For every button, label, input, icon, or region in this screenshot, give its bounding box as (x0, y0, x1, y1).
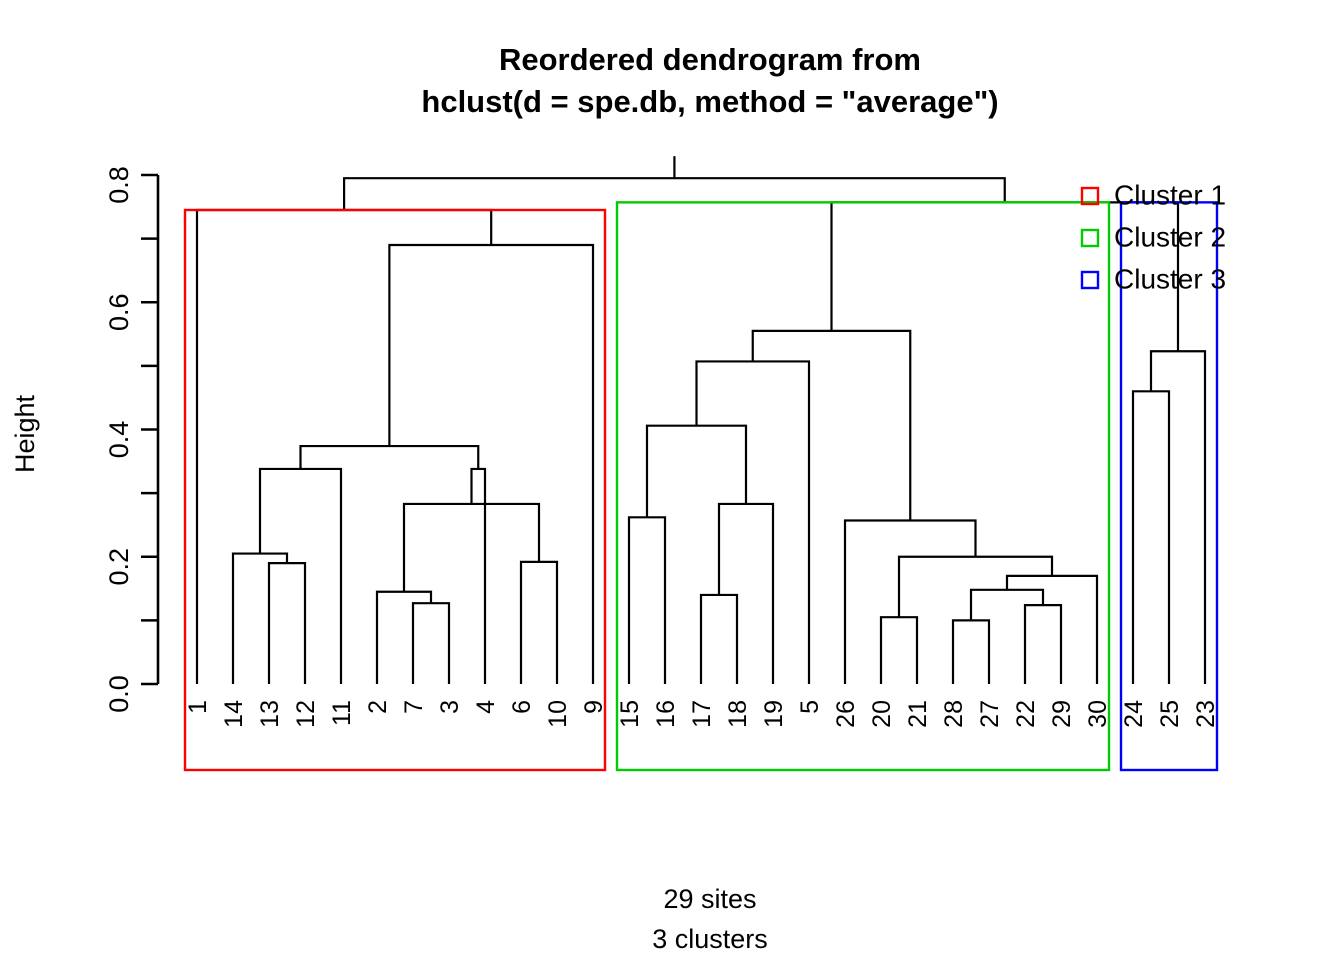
leaf-label-22: 22 (1012, 700, 1040, 728)
leaf-label-27: 27 (976, 700, 1004, 728)
dendrogram-link (375, 590, 433, 684)
leaf-label-29: 29 (1048, 700, 1076, 728)
y-tick-label: 0.8 (104, 166, 134, 204)
dendrogram-links (195, 156, 1207, 684)
leaf-label-17: 17 (688, 700, 716, 728)
dendrogram-link (843, 519, 977, 684)
y-tick-label: 0.0 (104, 675, 134, 713)
leaf-label-16: 16 (652, 700, 680, 728)
y-tick-major: 0.4 (104, 421, 158, 459)
legend-cluster-1: Cluster 1 (1080, 179, 1226, 210)
footer-clusters: 3 clusters (652, 924, 768, 954)
leaf-label-18: 18 (724, 700, 752, 728)
leaf-label-6: 6 (508, 700, 536, 714)
legend-cluster-2: Cluster 2 (1080, 221, 1226, 252)
leaf-label-10: 10 (544, 700, 572, 728)
dendrogram-link (388, 243, 595, 684)
dendrogram-link (519, 560, 559, 684)
legend-label: Cluster 3 (1114, 263, 1226, 294)
leaf-label-25: 25 (1156, 700, 1184, 728)
y-axis-label: Height (10, 394, 40, 473)
dendrogram-link (699, 593, 739, 684)
leaf-label-21: 21 (904, 700, 932, 728)
footer-sites: 29 sites (663, 884, 756, 914)
y-tick-label: 0.6 (104, 293, 134, 331)
dendrogram-link (1149, 350, 1207, 684)
y-tick-label: 0.2 (104, 548, 134, 586)
plot-title-line-2: hclust(d = spe.db, method = "average") (421, 84, 998, 119)
plot-title-line-1: Reordered dendrogram from (499, 42, 921, 77)
leaf-label-26: 26 (832, 700, 860, 728)
leaf-label-9: 9 (580, 700, 608, 714)
y-tick-label: 0.4 (104, 421, 134, 459)
legend-cluster-3: Cluster 3 (1080, 263, 1226, 294)
dendrogram-link (267, 562, 307, 684)
dendrogram-link (258, 467, 343, 684)
y-tick-major: 0.0 (104, 675, 158, 713)
cluster-box-2 (615, 201, 1111, 772)
cluster-boxes (183, 201, 1219, 772)
dendrogram-link (231, 552, 289, 684)
leaf-label-11: 11 (328, 700, 356, 726)
cluster-box-3 (1119, 201, 1219, 772)
y-tick-major: 0.6 (104, 293, 158, 331)
cluster-box-1 (183, 208, 607, 772)
dendrogram-link (879, 616, 919, 684)
leaf-label-1: 1 (184, 700, 212, 714)
leaf-label-14: 14 (220, 700, 248, 728)
leaf-label-4: 4 (472, 700, 500, 714)
legend-swatch-icon (1080, 186, 1100, 206)
legend-label: Cluster 1 (1114, 179, 1226, 210)
leaf-label-19: 19 (760, 700, 788, 728)
legend-label: Cluster 2 (1114, 221, 1226, 252)
legend: Cluster 1 Cluster 2 Cluster 3 (1080, 179, 1226, 294)
dendrogram-link (695, 360, 811, 684)
dendrogram-link (751, 329, 912, 521)
dendrogram-link (470, 467, 487, 684)
leaf-label-3: 3 (436, 700, 464, 714)
leaf-label-5: 5 (796, 700, 824, 714)
leaf-label-30: 30 (1084, 700, 1112, 728)
leaf-label-13: 13 (256, 700, 284, 728)
dendrogram-link (402, 502, 541, 592)
legend-swatch-icon (1080, 270, 1100, 290)
dendrogram-link (299, 444, 480, 469)
dendrogram-link (1005, 574, 1099, 684)
dendrogram-link (342, 177, 1006, 210)
leaf-label-15: 15 (616, 700, 644, 728)
legend-swatch-icon (1080, 228, 1100, 248)
leaf-label-2: 2 (364, 700, 392, 714)
y-tick-major: 0.8 (104, 166, 158, 204)
leaf-label-7: 7 (400, 700, 428, 714)
leaf-label-20: 20 (868, 700, 896, 728)
dendrogram-link (897, 555, 1054, 618)
dendrogram-link (411, 602, 451, 684)
dendrogram-link (951, 619, 991, 684)
leaf-label-12: 12 (292, 700, 320, 728)
dendrogram-link (1023, 604, 1063, 684)
leaf-label-23: 23 (1192, 700, 1220, 728)
y-tick-major: 0.2 (104, 548, 158, 586)
y-axis: 0.0 0.2 0.4 0.6 0.8 (104, 166, 160, 713)
dendrogram-link (627, 516, 667, 684)
leaf-label-24: 24 (1120, 700, 1148, 728)
leaf-label-28: 28 (940, 700, 968, 728)
dendrogram-link (1131, 390, 1171, 684)
